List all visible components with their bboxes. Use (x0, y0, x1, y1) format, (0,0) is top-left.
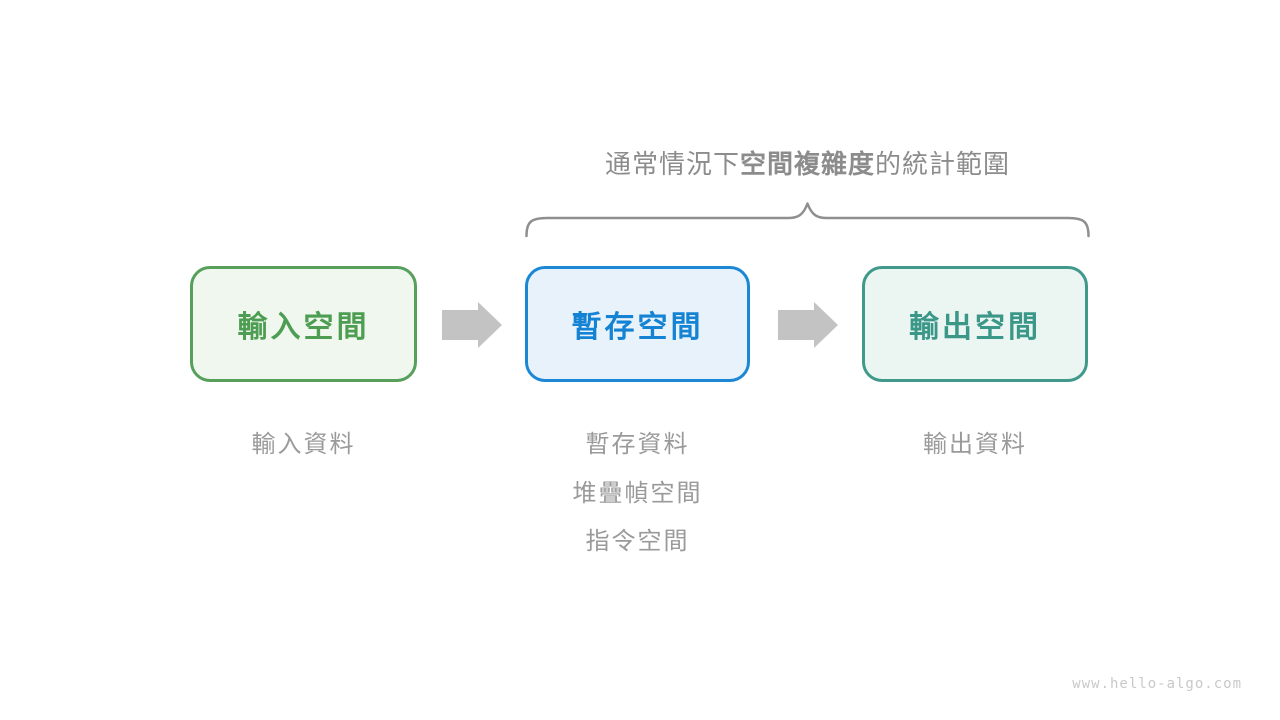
caption-instruction-space: 指令空間 (585, 528, 690, 555)
box-output-space-label: 輸出空間 (909, 311, 1041, 344)
annotation-prefix: 通常情況下 (604, 149, 740, 179)
box-input-space: 輸入空間 (190, 266, 417, 382)
watermark: www.hello-algo.com (1072, 676, 1242, 692)
scope-annotation: 通常情況下空間複雜度的統計範圍 (525, 144, 1090, 181)
box-temp-space-label: 暫存空間 (571, 311, 704, 344)
caption-output-data: 輸出資料 (923, 431, 1027, 458)
box-temp-space: 暫存空間 (525, 266, 750, 382)
annotation-suffix: 的統計範圍 (875, 149, 1011, 179)
arrow-right-icon (778, 302, 838, 348)
caption-temp-data: 暫存資料 (585, 431, 690, 458)
caption-input-data: 輸入資料 (251, 431, 356, 458)
box-output-space: 輸出空間 (862, 266, 1088, 382)
caption-temp-list: 暫存資料 堆疊幀空間 指令空間 (500, 421, 775, 567)
annotation-bold-term: 空間複雜度 (739, 149, 875, 179)
caption-stack-frame-space: 堆疊幀空間 (572, 479, 703, 507)
arrow-right-icon (442, 302, 502, 348)
box-input-space-label: 輸入空間 (237, 311, 370, 344)
scope-brace (525, 202, 1090, 238)
